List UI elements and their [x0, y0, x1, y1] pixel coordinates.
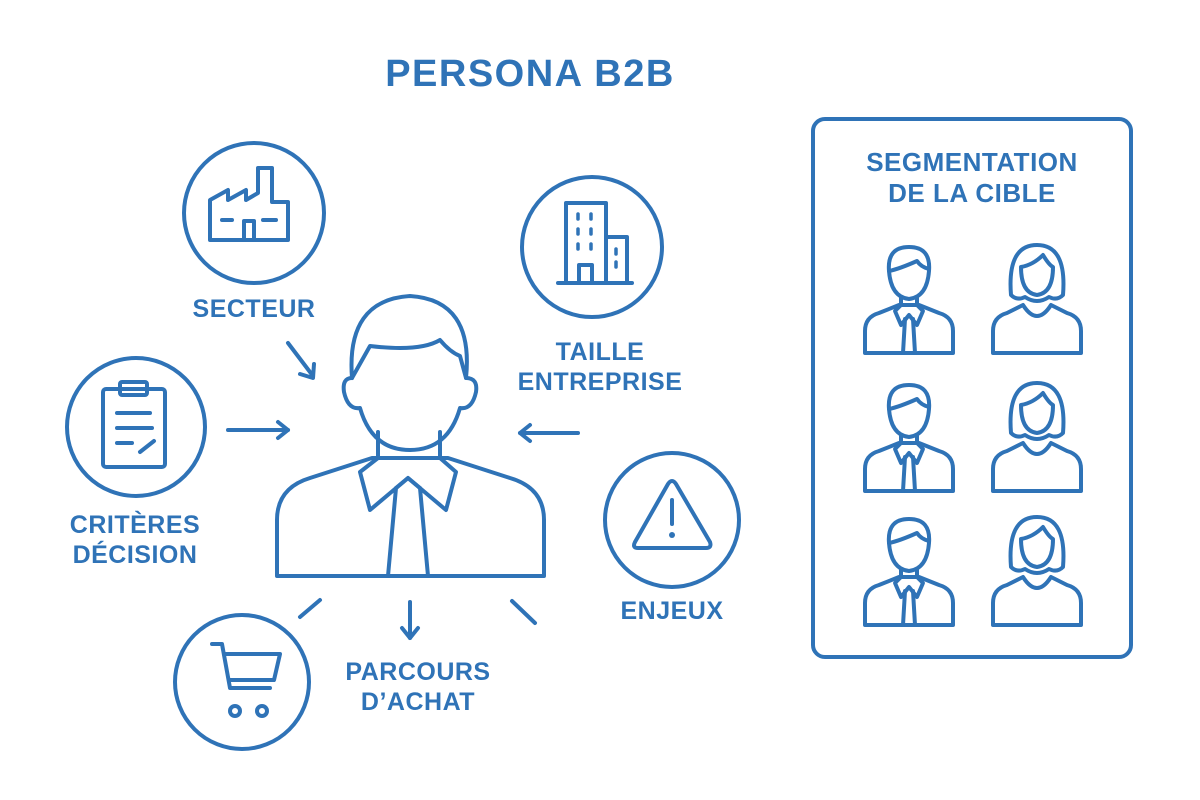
- arrow-persona-to-parcours: [400, 600, 420, 640]
- connector-line-right: [510, 599, 537, 625]
- label-secteur: SECTEUR: [192, 295, 316, 323]
- persona-female-2: [991, 381, 1083, 493]
- persona-grid: [863, 243, 1083, 627]
- segmentation-panel: SEGMENTATION DE LA CIBLE: [811, 117, 1133, 659]
- persona-male-2: [863, 383, 955, 493]
- persona-female-1: [991, 243, 1083, 355]
- connector-line-left: [298, 598, 322, 619]
- segmentation-title: SEGMENTATION DE LA CIBLE: [866, 147, 1078, 208]
- building-icon: [520, 175, 664, 319]
- label-criteres-decision: CRITÈRES DÉCISION: [69, 511, 201, 569]
- persona-male-1: [863, 245, 955, 355]
- factory-icon: [182, 141, 326, 285]
- arrow-taille-to-persona: [518, 423, 580, 443]
- persona-female-3: [991, 515, 1083, 627]
- label-enjeux: ENJEUX: [620, 597, 724, 625]
- label-taille-entreprise: TAILLE ENTREPRISE: [517, 338, 683, 396]
- warning-icon: [603, 451, 741, 589]
- diagram-title: PERSONA B2B: [385, 53, 675, 95]
- clipboard-icon: [65, 356, 207, 498]
- persona-male-3: [863, 517, 955, 627]
- label-parcours-achat: PARCOURS D’ACHAT: [345, 658, 491, 716]
- arrow-secteur-to-persona: [286, 341, 316, 380]
- arrow-criteres-to-persona: [226, 420, 290, 440]
- shopping-cart-icon: [173, 613, 311, 751]
